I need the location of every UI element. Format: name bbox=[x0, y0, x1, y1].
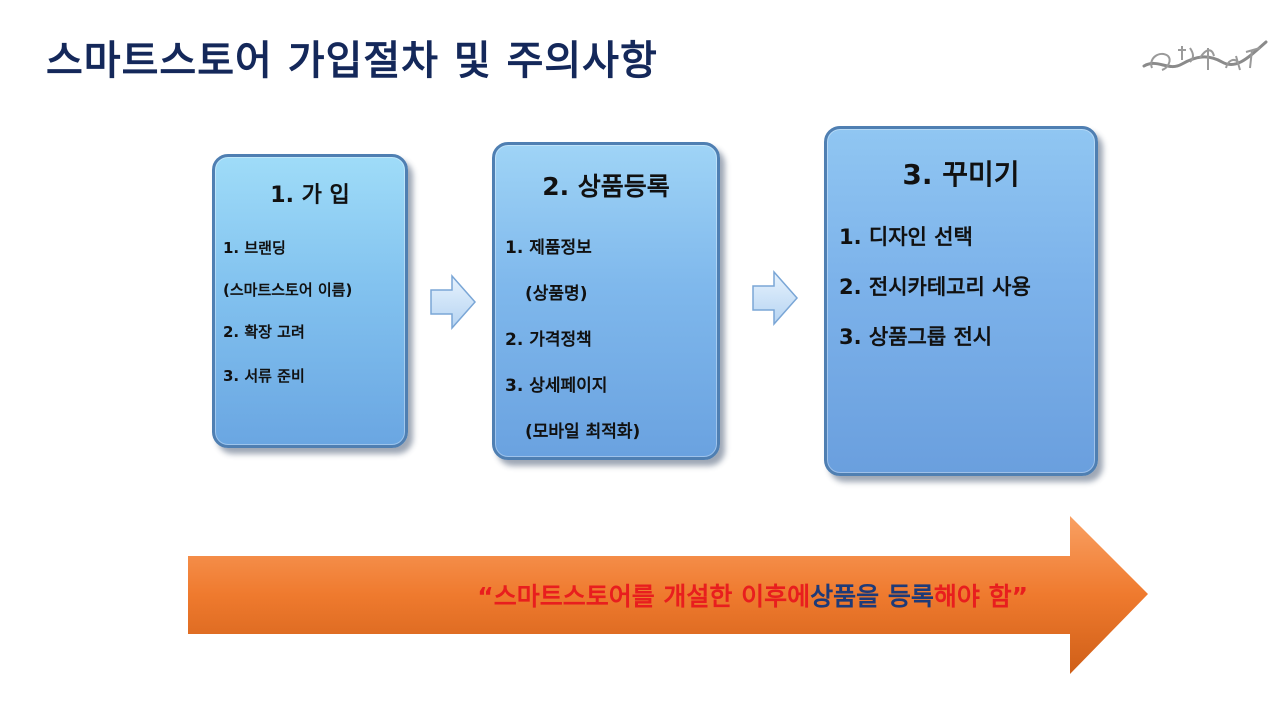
step-title: 2. 상품등록 bbox=[542, 172, 670, 201]
step-item: 2. 확장 고려 bbox=[223, 323, 305, 341]
step-title: 3. 꾸미기 bbox=[902, 158, 1020, 191]
step-title: 1. 가 입 bbox=[270, 183, 350, 208]
step-box-decorate: 3. 꾸미기 1. 디자인 선택 2. 전시카테고리 사용 3. 상품그룹 전시 bbox=[824, 126, 1098, 476]
banner-text: “스마트스토어를 개설한 이후에 bbox=[477, 582, 811, 611]
step-item: (스마트스토어 이름) bbox=[223, 281, 353, 299]
step-item: 3. 서류 준비 bbox=[223, 367, 305, 385]
step-item: 1. 브랜딩 bbox=[223, 239, 286, 257]
right-arrow-icon bbox=[430, 274, 476, 330]
right-arrow-icon bbox=[752, 270, 798, 326]
banner-highlight: 상품을 등록 bbox=[810, 582, 934, 611]
banner-text: 해야 함” bbox=[933, 582, 1028, 611]
step-item: (모바일 최적화) bbox=[525, 422, 641, 442]
step-item: 3. 상세페이지 bbox=[505, 376, 608, 396]
step-item: (상품명) bbox=[525, 284, 588, 304]
page-title: 스마트스토어 가입절차 및 주의사항 bbox=[46, 38, 658, 84]
banner-message: “스마트스토어를 개설한 이후에 상품을 등록 해야 함” bbox=[188, 560, 1028, 630]
step-box-join: 1. 가 입 1. 브랜딩 (스마트스토어 이름) 2. 확장 고려 3. 서류… bbox=[212, 154, 408, 448]
step-item: 2. 전시카테고리 사용 bbox=[839, 275, 1031, 299]
step-item: 3. 상품그룹 전시 bbox=[839, 325, 993, 349]
step-item: 1. 디자인 선택 bbox=[839, 225, 973, 249]
step-item: 2. 가격정책 bbox=[505, 330, 592, 350]
step-box-product-registration: 2. 상품등록 1. 제품정보 (상품명) 2. 가격정책 3. 상세페이지 (… bbox=[492, 142, 720, 460]
signature-logo-icon bbox=[1142, 40, 1268, 71]
big-orange-arrow bbox=[188, 516, 1148, 674]
step-item: 1. 제품정보 bbox=[505, 238, 592, 258]
